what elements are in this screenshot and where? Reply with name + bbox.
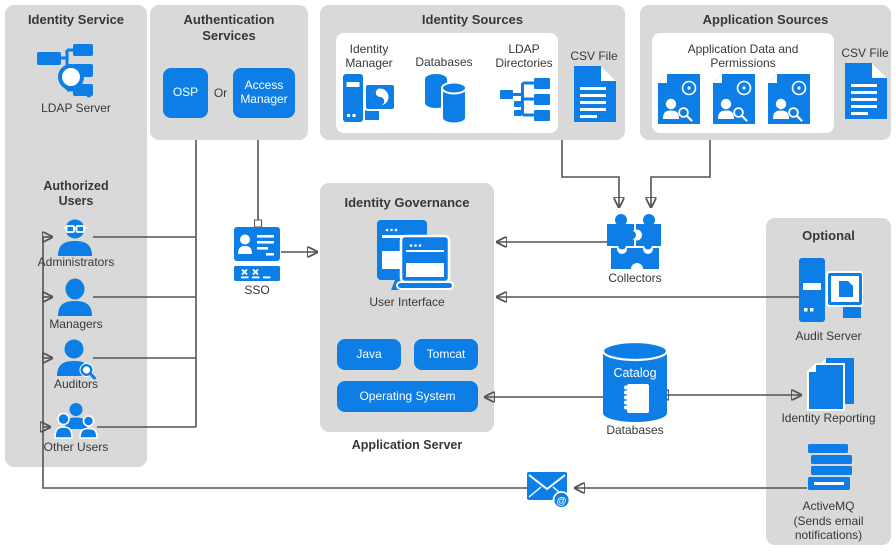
identity-sources-csv-label: CSV File bbox=[570, 49, 618, 63]
auditors-label: Auditors bbox=[53, 377, 99, 391]
magnifier-glass bbox=[58, 64, 84, 90]
identity-manager-icon bbox=[343, 72, 397, 126]
application-sources-csv-label: CSV File bbox=[841, 46, 889, 60]
activemq-note: (Sends email notifications) bbox=[793, 514, 864, 542]
sso-badge-icon bbox=[234, 227, 280, 281]
at-symbol: @ bbox=[557, 496, 567, 507]
user-interface-icon bbox=[363, 220, 455, 294]
ldap-directories-label: LDAP Directories bbox=[495, 42, 553, 70]
or-label: Or bbox=[213, 86, 228, 100]
operating-system-node: Operating System bbox=[337, 381, 478, 412]
optional-title: Optional bbox=[802, 228, 855, 243]
sso-connector-nub bbox=[254, 219, 262, 228]
administrator-user-icon bbox=[55, 216, 95, 258]
identity-governance-title: Identity Governance bbox=[344, 195, 470, 210]
authorized-users-heading: Authorized Users bbox=[43, 179, 109, 208]
sso-label: SSO bbox=[244, 283, 270, 297]
osp-node: OSP bbox=[163, 68, 208, 118]
identity-sources-title: Identity Sources bbox=[421, 12, 524, 27]
managers-label: Managers bbox=[49, 317, 103, 331]
databases-label: Databases bbox=[415, 55, 473, 69]
identity-service-title: Identity Service bbox=[27, 12, 125, 27]
arrow-identity-sources-to-collectors bbox=[561, 140, 619, 206]
application-data-icon bbox=[768, 74, 810, 124]
user-interface-label: User Interface bbox=[369, 295, 445, 309]
application-sources-title: Application Sources bbox=[702, 12, 829, 27]
collectors-label: Collectors bbox=[608, 271, 662, 285]
administrators-label: Administrators bbox=[37, 255, 115, 269]
audit-server-label: Audit Server bbox=[795, 329, 862, 343]
database-cylinder-icon: Catalog bbox=[602, 341, 668, 425]
authentication-services-title: Authentication Services bbox=[183, 12, 275, 43]
csv-file-icon bbox=[574, 66, 616, 122]
activemq-stack-icon bbox=[808, 444, 854, 492]
catalog-databases-label: Databases bbox=[606, 423, 664, 437]
application-data-icon bbox=[658, 74, 700, 124]
ldap-server-label: LDAP Server bbox=[41, 101, 111, 115]
manager-user-icon bbox=[55, 276, 95, 318]
user-group-icon bbox=[53, 402, 99, 440]
audit-server-icon bbox=[799, 258, 863, 328]
arrow-application-sources-to-collectors bbox=[651, 140, 711, 206]
identity-reporting-label: Identity Reporting bbox=[781, 411, 876, 425]
databases-icon bbox=[423, 74, 469, 126]
tomcat-node: Tomcat bbox=[414, 339, 478, 370]
csv-file-icon bbox=[845, 63, 887, 119]
ldap-server-icon bbox=[35, 40, 97, 98]
ldap-directories-icon bbox=[500, 76, 550, 122]
access-manager-node: Access Manager bbox=[233, 68, 295, 118]
catalog-text: Catalog bbox=[613, 366, 656, 380]
java-node: Java bbox=[337, 339, 401, 370]
application-server-caption: Application Server bbox=[351, 438, 463, 452]
puzzle-pieces-icon bbox=[607, 212, 665, 272]
activemq-label: ActiveMQ bbox=[802, 499, 855, 513]
application-data-label: Application Data and Permissions bbox=[687, 42, 799, 70]
identity-reporting-icon bbox=[806, 356, 858, 412]
application-data-icon bbox=[713, 74, 755, 124]
glasses bbox=[64, 225, 87, 233]
identity-manager-label: Identity Manager bbox=[345, 42, 393, 70]
auditor-user-icon bbox=[55, 337, 97, 381]
email-envelope-icon: @ bbox=[527, 470, 573, 510]
other-users-label: Other Users bbox=[43, 440, 109, 454]
